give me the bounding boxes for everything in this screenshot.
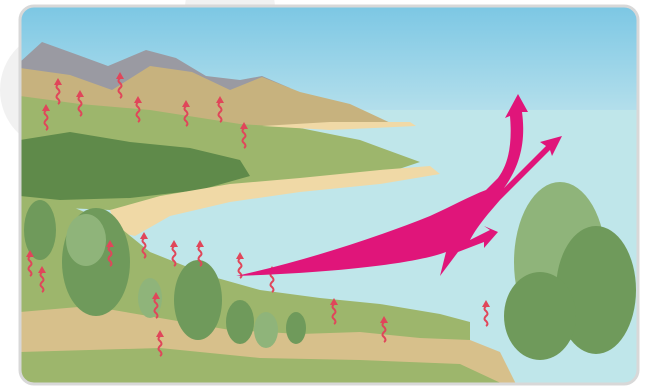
tree (254, 312, 278, 348)
tree (174, 260, 222, 340)
tree (226, 300, 254, 344)
tree (62, 208, 130, 316)
tree (24, 200, 56, 260)
tree (286, 312, 306, 344)
